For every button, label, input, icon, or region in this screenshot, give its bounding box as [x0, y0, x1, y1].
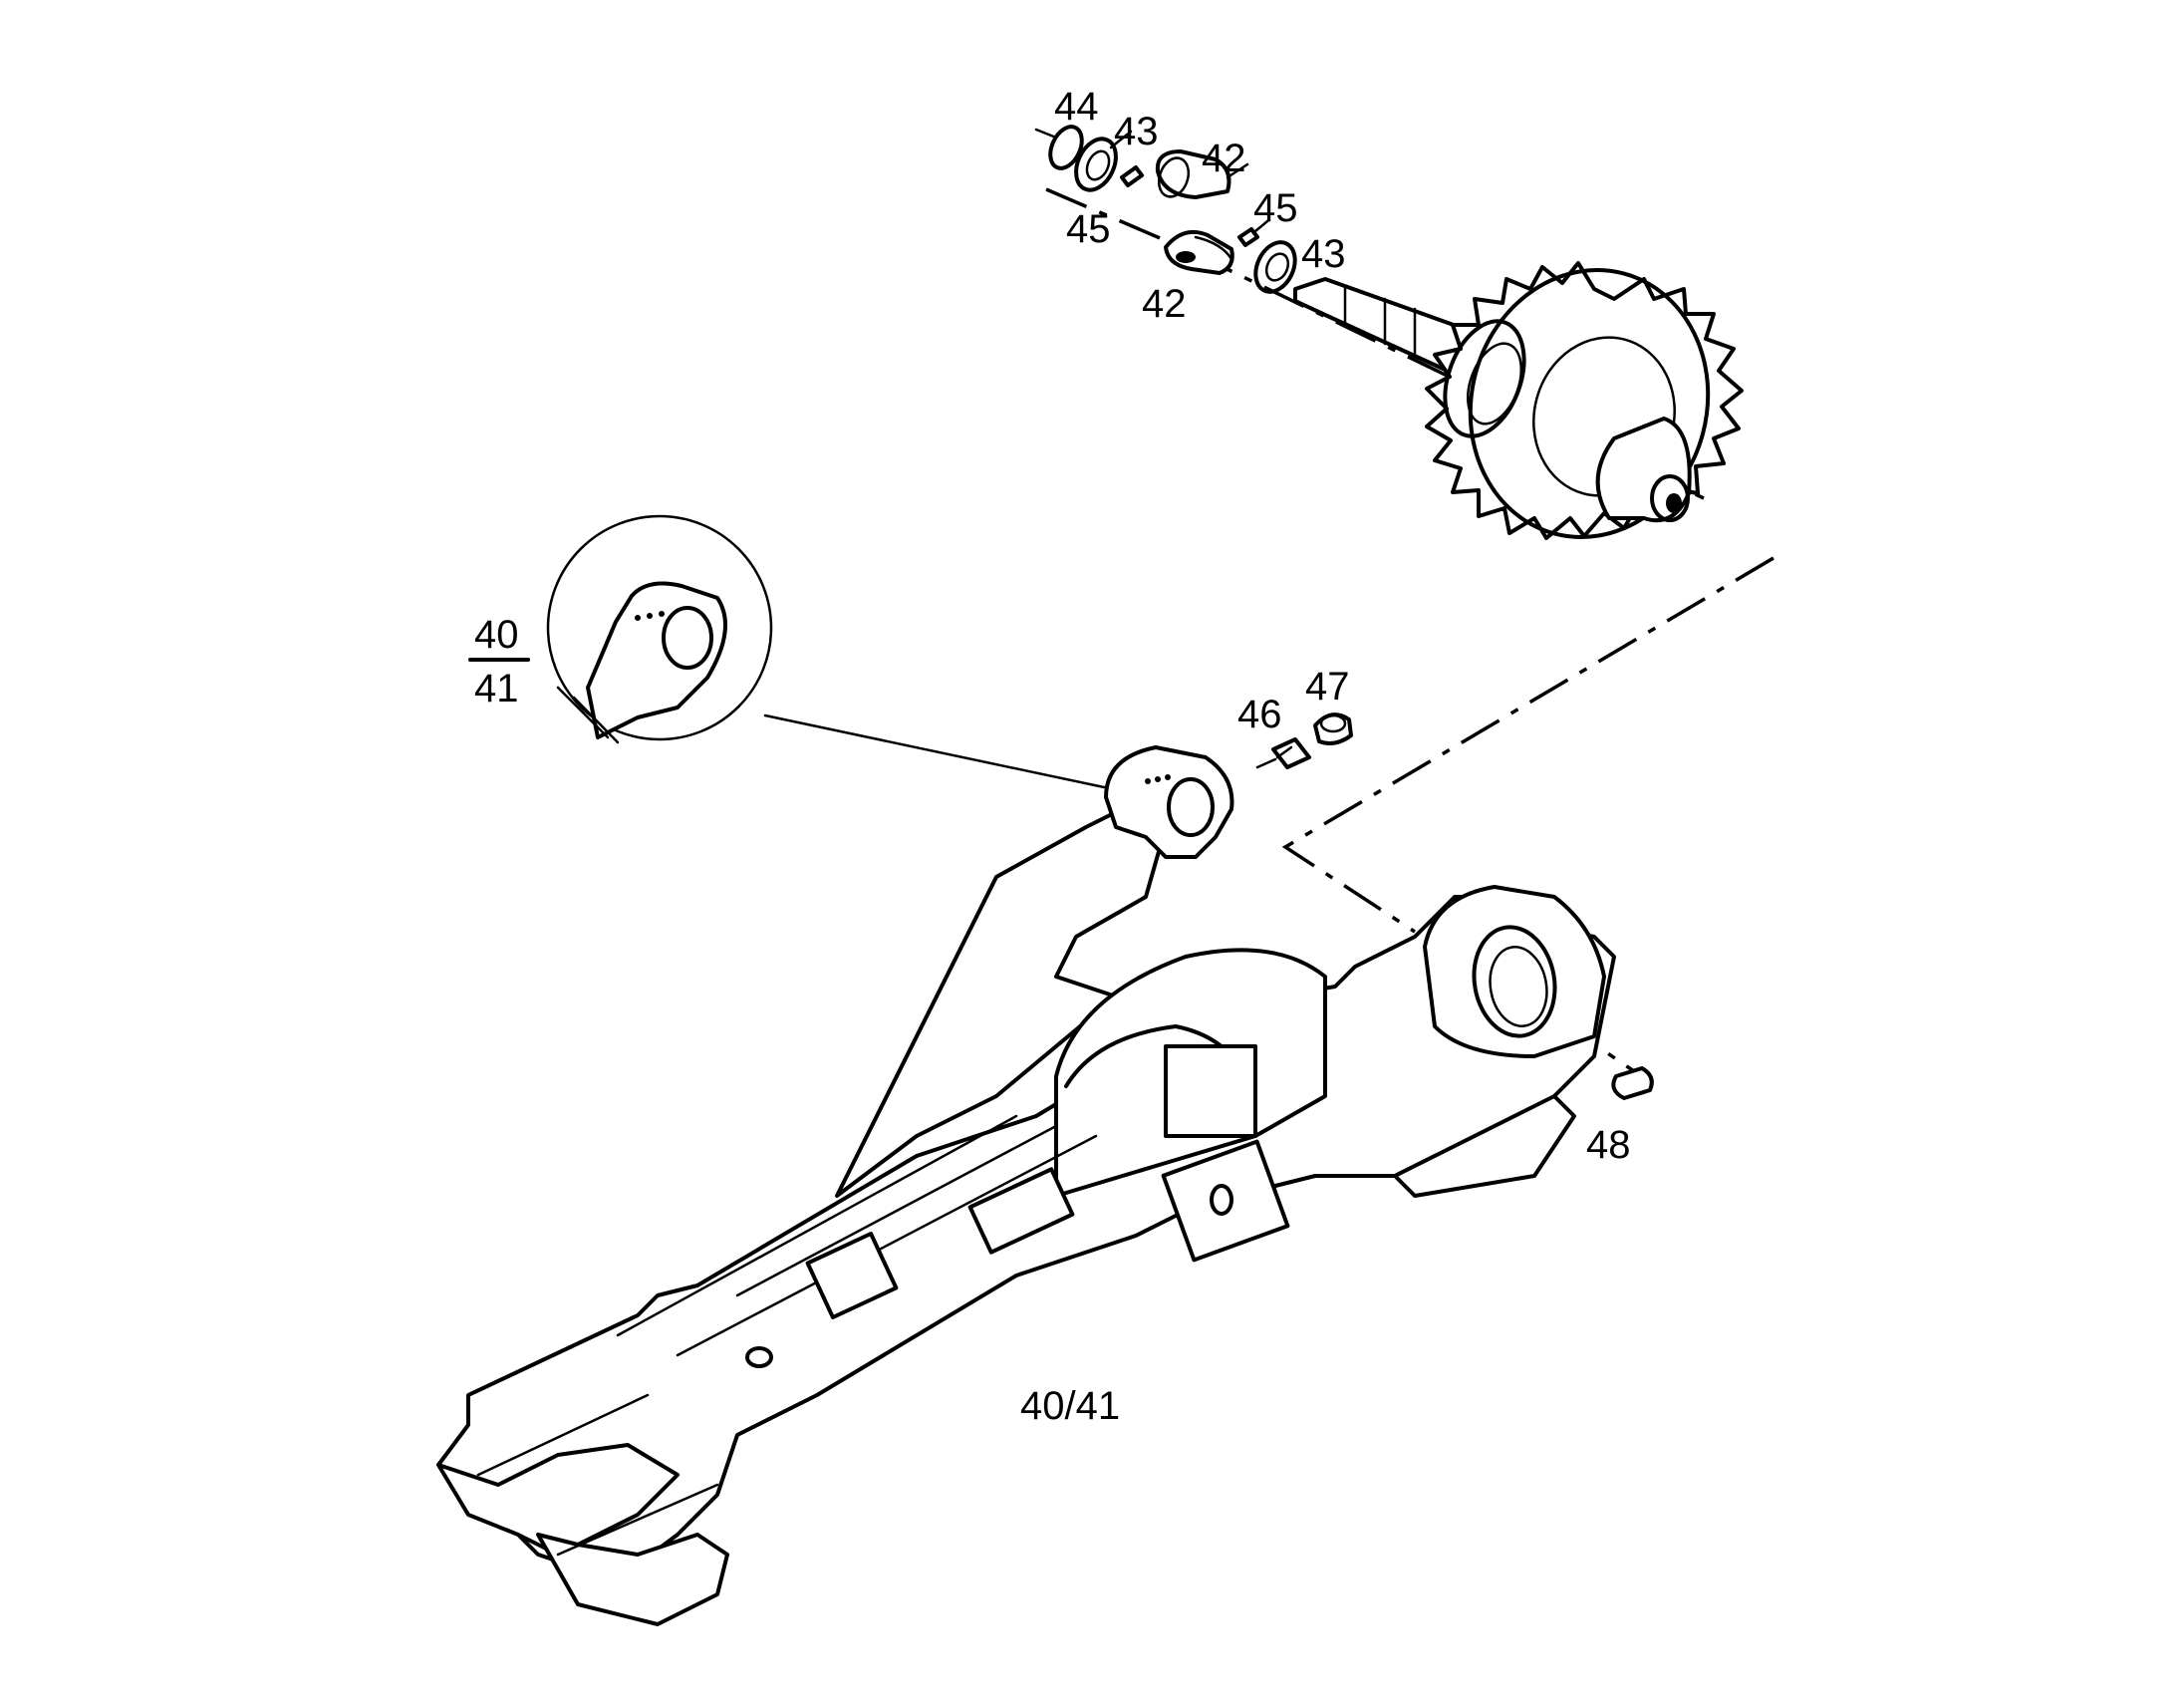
part-43-seal-right	[1253, 240, 1297, 294]
detail-callout	[546, 514, 1106, 789]
part-45-pin-right	[1237, 219, 1269, 247]
part-42-bushing-bottom	[1164, 230, 1234, 275]
part-48-pin	[1611, 1066, 1654, 1100]
label-40-fraction-top: 40	[474, 613, 519, 657]
label-44: 44	[1054, 85, 1099, 129]
part-labels: 44 43 42 45 45 43 42 40 41 46 47 48 40/4…	[468, 85, 1631, 1428]
label-47: 47	[1305, 665, 1350, 709]
label-46: 46	[1237, 693, 1282, 736]
label-45-left: 45	[1066, 207, 1111, 251]
label-43-top: 43	[1114, 110, 1159, 153]
part-43-seal-top	[1074, 130, 1133, 192]
sprocket-assembly	[1293, 261, 1744, 540]
label-43-right: 43	[1301, 232, 1346, 276]
label-41-fraction-bottom: 41	[474, 667, 519, 711]
label-48: 48	[1586, 1123, 1631, 1167]
main-frame	[436, 745, 1616, 1626]
part-47-plug	[1313, 712, 1353, 745]
label-42-bottom: 42	[1142, 282, 1187, 326]
label-42-top: 42	[1202, 137, 1246, 180]
part-46-fitting	[1255, 737, 1311, 769]
part-42-bushing-top	[1155, 149, 1249, 199]
part-45-pin-left	[1120, 165, 1144, 187]
part-44-ring	[1034, 125, 1084, 170]
label-45-right: 45	[1253, 186, 1298, 230]
label-40-41: 40/41	[1020, 1384, 1120, 1428]
